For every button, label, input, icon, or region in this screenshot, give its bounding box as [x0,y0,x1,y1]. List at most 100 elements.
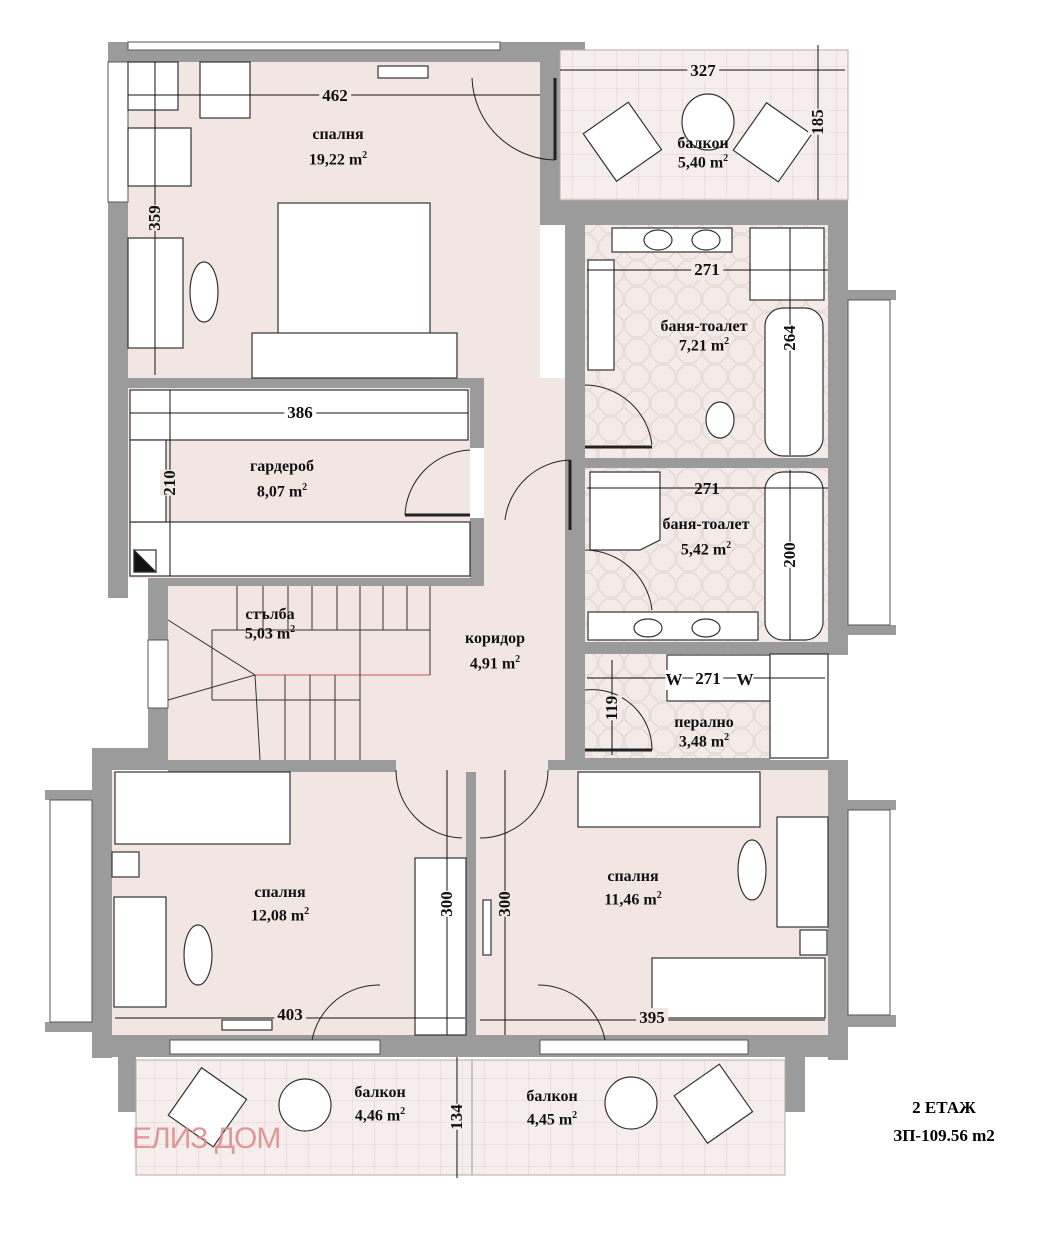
dim-271-bath2: 271 [694,479,720,498]
area-value: 5,03 [244,625,273,643]
room-name: балкон [526,1088,578,1105]
area-unit: m [643,891,657,909]
area-value: 4,45 [526,1111,555,1129]
single-bed [114,771,291,845]
laundry-mark-w1: W [665,670,683,690]
area-unit: m [501,655,516,673]
single-bed [651,957,826,1019]
room-area: 4,46 m2 [354,1106,405,1125]
area-exp: 2 [290,624,296,635]
dim-271-bath1: 271 [691,260,723,280]
room-area: 12,08 m2 [251,906,309,925]
desk [113,896,167,1008]
room-area: 8,07 m2 [250,482,314,501]
room-name: спалня [607,868,659,885]
room-area: 3,48 m2 [674,732,734,751]
area-value: 8,07 [256,483,285,501]
area-value: 11,46 [604,891,640,909]
furniture [111,61,829,1148]
area-value: 4,46 [354,1107,383,1125]
dim-386: 386 [284,403,316,423]
room-name: балкон [677,135,729,152]
room-balcony-right: балкон 4,45 m2 [526,1088,577,1129]
area-value: 5,42 [680,541,709,559]
area-exp: 2 [724,336,730,347]
dim-185: 185 [808,109,828,135]
area-exp: 2 [724,732,730,743]
room-bath-2: баня-тоалет 5,42 m2 [663,516,750,559]
desk [776,816,829,928]
area-exp: 2 [723,153,729,164]
room-wardrobe: гардероб 8,07 m2 [250,458,314,501]
dim-200: 200 [780,542,800,568]
room-balcony-top: балкон 5,40 m2 [677,135,728,172]
area-value: 12,08 [250,907,287,925]
room-name: коридор [464,630,526,647]
area-unit: m [348,151,363,169]
room-name: балкон [354,1084,406,1101]
room-name: стълба [245,606,295,623]
floor-title: 2 ЕТАЖ [912,1098,976,1117]
dim-300-left: 300 [437,891,457,917]
area-value: 5,40 [677,154,706,172]
room-stairs: стълба 5,03 m2 [245,606,295,643]
room-name: гардероб [249,458,315,475]
dim-134: 134 [447,1104,467,1130]
area-unit: m [709,154,724,172]
dim-210: 210 [160,470,180,496]
area-unit: m [276,625,291,643]
area-unit: m [290,907,305,925]
floor-area: ЗП-109.56 m2 [893,1126,995,1145]
area-exp: 2 [400,1106,406,1117]
room-laundry: перално 3,48 m2 [674,714,734,751]
area-value: 7,21 [678,337,707,355]
room-area: 4,91 m2 [465,654,525,673]
room-bedroom-right: спалня 11,46 m2 [604,868,661,909]
staircase [167,586,431,761]
area-value: 19,22 [308,151,345,169]
area-exp: 2 [362,150,368,161]
area-exp: 2 [726,540,732,551]
area-unit: m [288,483,303,501]
room-name: спалня [254,884,306,901]
room-area: 4,45 m2 [526,1110,577,1129]
area-value: 4,91 [469,655,498,673]
laundry-mark-w2: W [736,670,754,690]
dim-264: 264 [780,325,800,351]
area-value: 3,48 [678,733,707,751]
bathtub [764,307,824,457]
room-area: 11,46 m2 [604,890,661,909]
wardrobe-closet [129,389,469,441]
room-corridor: коридор 4,91 m2 [465,630,525,673]
dim-395: 395 [636,1008,668,1028]
room-area: 5,40 m2 [677,153,728,172]
area-exp: 2 [302,482,308,493]
dim-359: 359 [145,205,165,231]
room-bedroom-left: спалня 12,08 m2 [251,884,309,925]
room-area: 5,42 m2 [663,540,750,559]
room-bath-1: баня-тоалет 7,21 m2 [661,318,748,355]
dim-271-laundry: 271 [693,669,723,689]
area-exp: 2 [515,654,521,665]
area-unit: m [386,1107,401,1125]
area-unit: m [710,733,725,751]
dim-327: 327 [687,61,719,81]
room-bedroom-main: спалня 19,22 m2 [309,126,367,169]
room-name: перално [674,714,734,731]
room-area: 5,03 m2 [245,624,295,643]
area-exp: 2 [304,906,310,917]
dim-462: 462 [319,86,351,106]
room-name: спалня [312,126,364,143]
area-exp: 2 [572,1110,578,1121]
dim-403: 403 [274,1005,306,1025]
dim-300-right: 300 [495,891,515,917]
area-exp: 2 [656,890,662,901]
room-area: 7,21 m2 [661,336,748,355]
room-name: баня-тоалет [662,516,750,533]
area-unit: m [712,541,727,559]
area-unit: m [710,337,725,355]
watermark-logo: ЕЛИЗ ДОМ [132,1122,281,1155]
area-unit: m [558,1111,573,1129]
room-name: баня-тоалет [660,318,748,335]
